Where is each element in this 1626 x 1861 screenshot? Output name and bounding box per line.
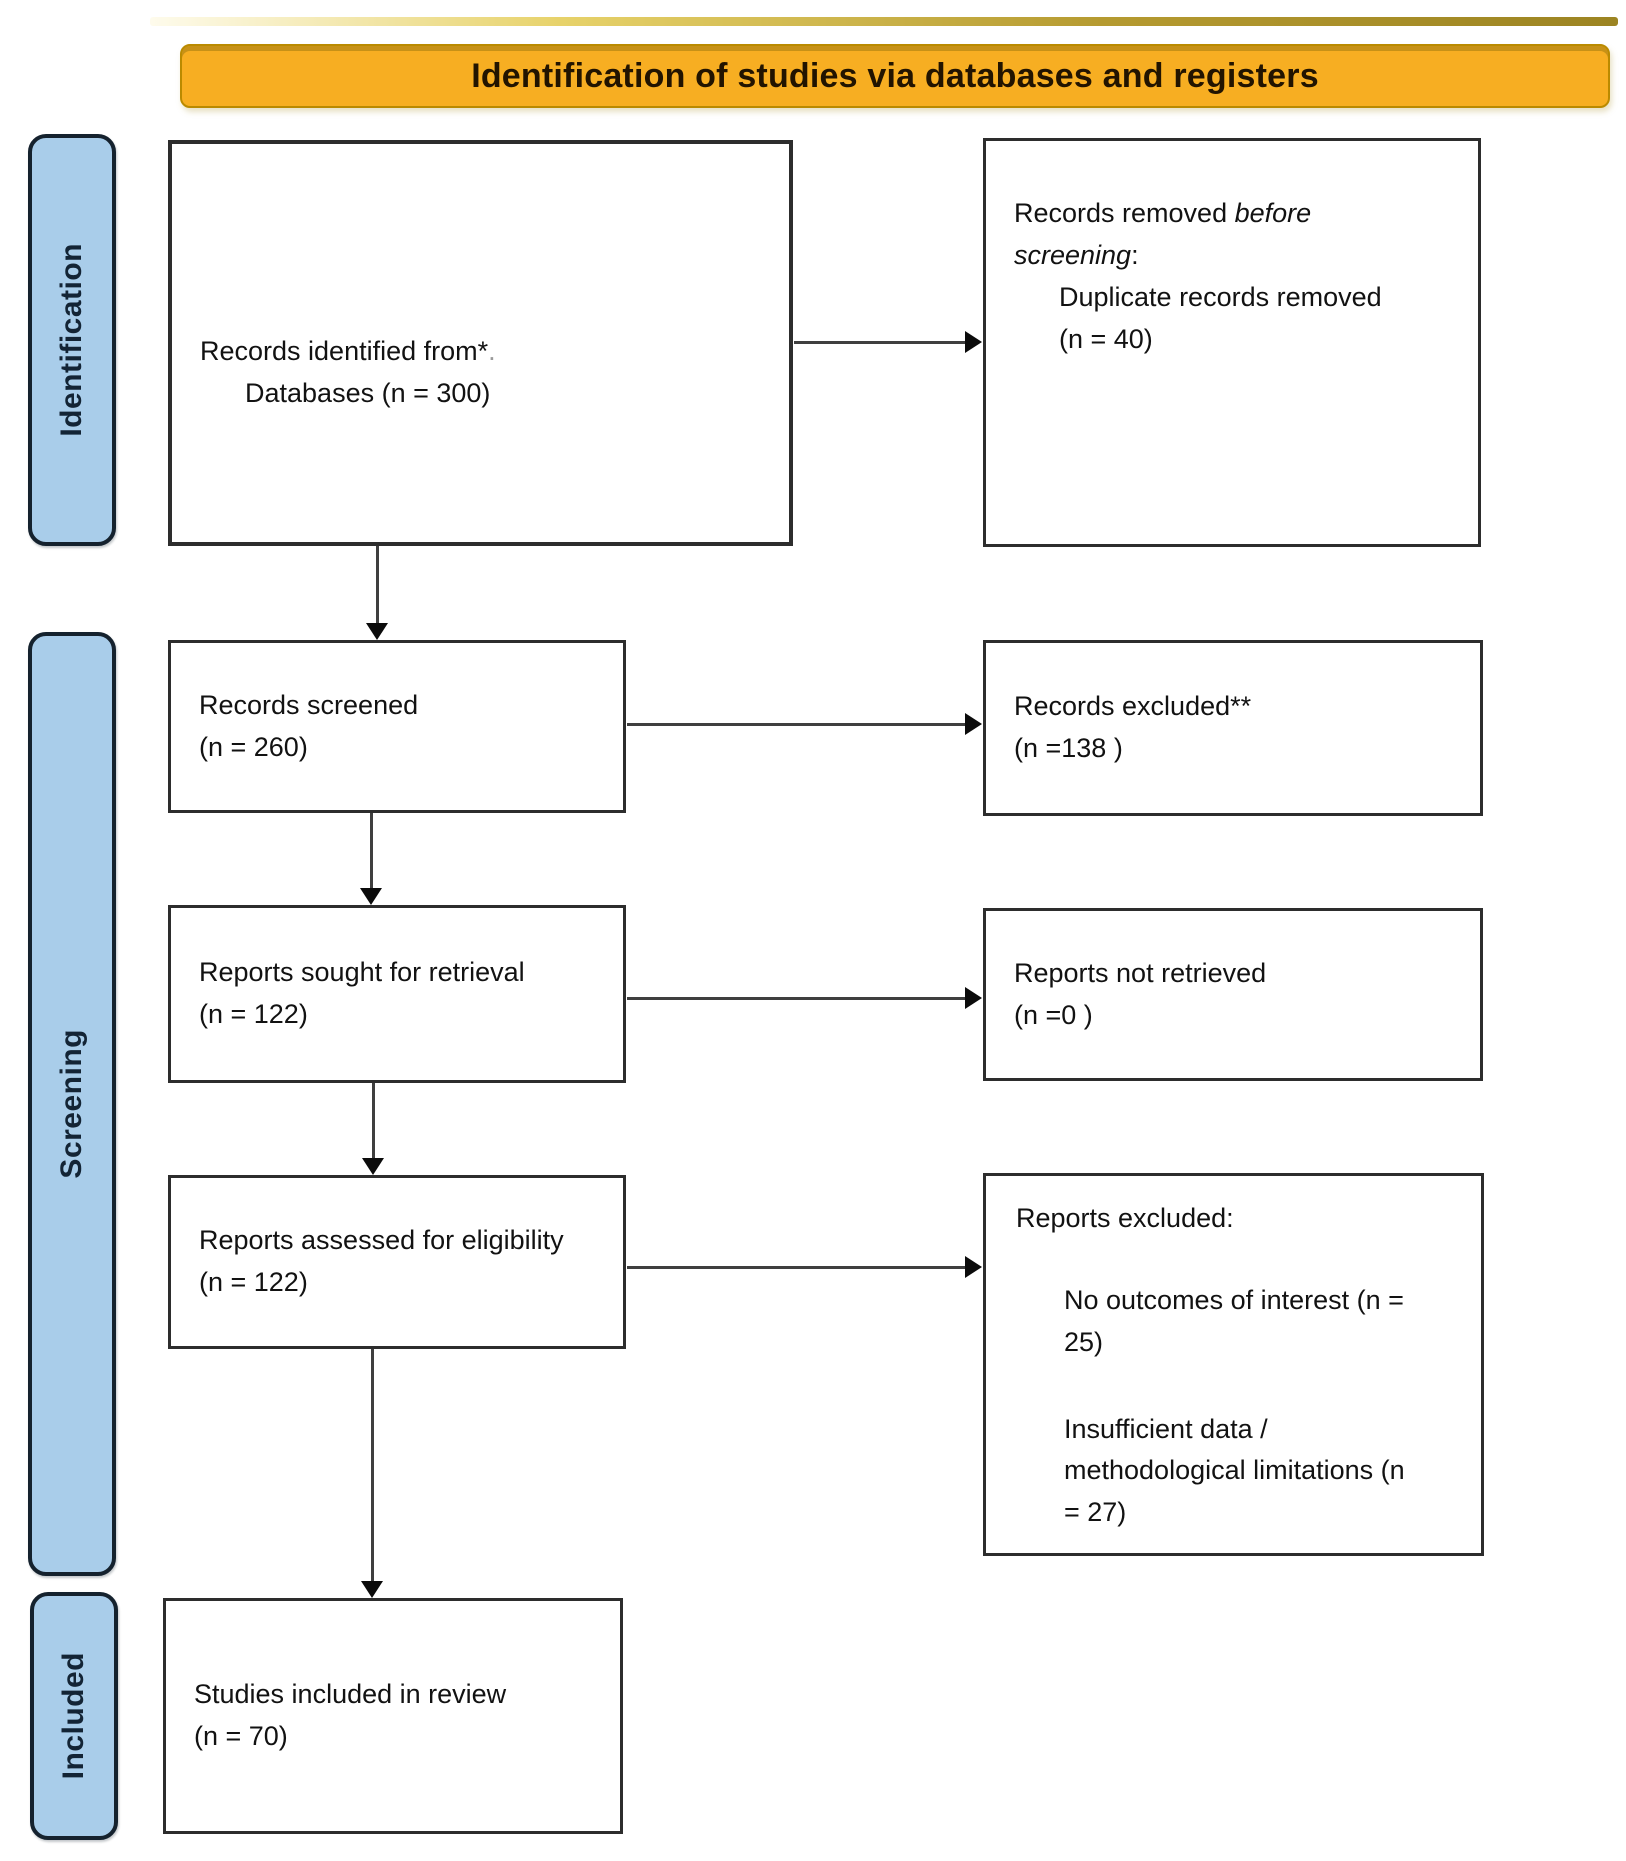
arrow-assessed-to-reportsexcluded-head — [965, 1256, 982, 1278]
records-screened-text: Records screened (n = 260) — [199, 689, 419, 762]
box-studies-included: Studies included in review (n = 70) — [163, 1598, 623, 1834]
records-identified-faint-mark: . — [488, 336, 496, 367]
box-records-identified: Records identified from*. Databases (n =… — [168, 140, 793, 546]
arrow-sought-to-assessed-head — [362, 1158, 384, 1175]
reports-excluded-heading: Reports excluded: — [1016, 1203, 1234, 1233]
arrow-identified-to-removed-line — [794, 341, 966, 344]
records-removed-post: : — [1131, 239, 1139, 270]
arrow-identified-to-removed-head — [965, 331, 982, 353]
arrow-assessed-to-reportsexcluded-line — [627, 1266, 966, 1269]
records-removed-pre: Records removed — [1014, 198, 1235, 228]
stage-label-identification: Identification — [55, 243, 88, 437]
box-records-removed: Records removed before screening: Duplic… — [983, 138, 1481, 547]
reports-sought-text: Reports sought for retrieval (n = 122) — [199, 957, 525, 1029]
stage-label-screening: Screening — [55, 1029, 88, 1179]
box-reports-excluded: Reports excluded: No outcomes of interes… — [983, 1173, 1484, 1556]
box-reports-sought: Reports sought for retrieval (n = 122) — [168, 905, 626, 1083]
stage-bar-screening: Screening — [28, 632, 116, 1576]
box-records-excluded: Records excluded** (n =138 ) — [983, 640, 1483, 816]
arrow-sought-to-assessed-line — [372, 1083, 375, 1159]
header-banner: Identification of studies via databases … — [180, 44, 1610, 108]
studies-included-text: Studies included in review (n = 70) — [194, 1679, 507, 1751]
stage-bar-identification: Identification — [28, 134, 116, 546]
box-reports-not-retrieved: Reports not retrieved (n =0 ) — [983, 908, 1483, 1081]
records-removed-italic: before screening — [1014, 198, 1312, 270]
box-records-screened: Records screened (n = 260) — [168, 640, 626, 813]
banner-title: Identification of studies via databases … — [471, 56, 1319, 95]
arrow-identified-to-screened-head — [366, 623, 388, 640]
records-identified-line1: Records identified from*. — [200, 331, 769, 373]
stage-label-included: Included — [57, 1652, 90, 1780]
arrow-screened-to-sought-line — [370, 813, 373, 889]
reports-not-retrieved-text: Reports not retrieved (n =0 ) — [1014, 957, 1267, 1030]
records-identified-text: Records identified from* — [200, 336, 489, 367]
records-removed-item: Duplicate records removed (n = 40) — [1059, 281, 1382, 354]
arrow-screened-to-sought-head — [360, 888, 382, 905]
arrow-sought-to-notretrieved-line — [627, 997, 966, 1000]
reports-assessed-text: Reports assessed for eligibility (n = 12… — [199, 1225, 564, 1297]
reports-excluded-item: Insufficient data / methodological limit… — [1064, 1413, 1405, 1528]
records-removed-line1: Records removed before screening: — [1014, 193, 1452, 277]
records-excluded-text: Records excluded** (n =138 ) — [1014, 691, 1252, 763]
arrow-screened-to-excluded-head — [965, 713, 982, 735]
cropped-banner-edge — [150, 17, 1618, 26]
arrow-assessed-to-included-head — [361, 1581, 383, 1598]
arrow-identified-to-screened-line — [376, 546, 379, 624]
arrow-screened-to-excluded-line — [627, 723, 966, 726]
records-identified-line2: Databases (n = 300) — [245, 378, 491, 408]
arrow-sought-to-notretrieved-head — [965, 987, 982, 1009]
box-reports-assessed: Reports assessed for eligibility (n = 12… — [168, 1175, 626, 1349]
arrow-assessed-to-included-line — [371, 1349, 374, 1582]
reports-excluded-item: No outcomes of interest (n = 25) — [1064, 1284, 1404, 1357]
stage-bar-included: Included — [30, 1592, 118, 1840]
